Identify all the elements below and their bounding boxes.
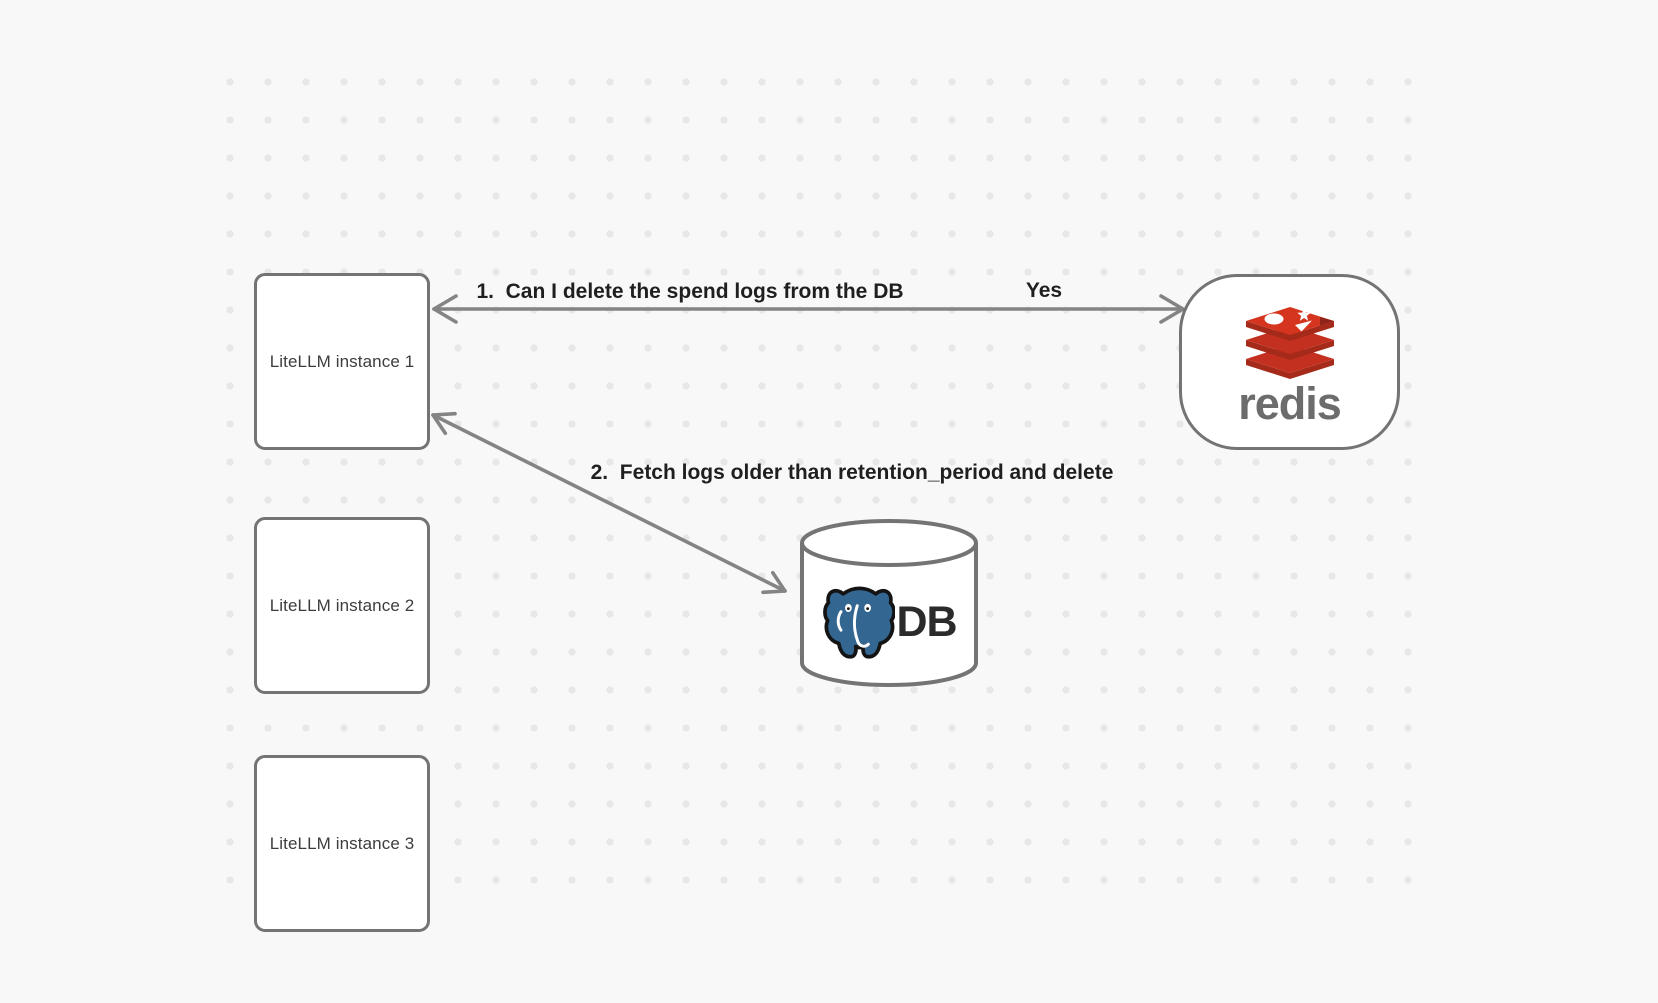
redis-logo-icon <box>1245 307 1334 380</box>
arrowhead-left-icon <box>432 294 458 324</box>
arrowhead-downright-icon <box>761 571 787 595</box>
arrowhead-upleft-icon <box>431 411 457 435</box>
arrow-label-fetch-logs[interactable]: 2. Fetch logs older than retention_perio… <box>590 461 1114 484</box>
node-litellm-instance-2[interactable]: LiteLLM instance 2 <box>254 517 430 694</box>
node-database[interactable]: DB <box>799 518 979 688</box>
node-label: LiteLLM instance 1 <box>269 351 415 371</box>
redis-wordmark: redis <box>1238 378 1342 430</box>
arrow-line[interactable] <box>431 413 787 593</box>
node-label: LiteLLM instance 3 <box>269 833 415 853</box>
node-litellm-instance-1[interactable]: LiteLLM instance 1 <box>254 273 430 450</box>
node-redis[interactable]: redis <box>1179 274 1400 450</box>
db-label: DB <box>896 597 957 646</box>
arrow-label-yes[interactable]: Yes <box>1025 279 1063 302</box>
node-label: LiteLLM instance 2 <box>269 595 415 615</box>
arrow-label-delete-spend-logs[interactable]: 1. Can I delete the spend logs from the … <box>476 280 904 303</box>
postgresql-logo-icon <box>823 586 896 659</box>
node-litellm-instance-3[interactable]: LiteLLM instance 3 <box>254 755 430 932</box>
dot-grid-background <box>211 63 1416 888</box>
arrow-db-fetch-delete[interactable] <box>431 411 787 595</box>
